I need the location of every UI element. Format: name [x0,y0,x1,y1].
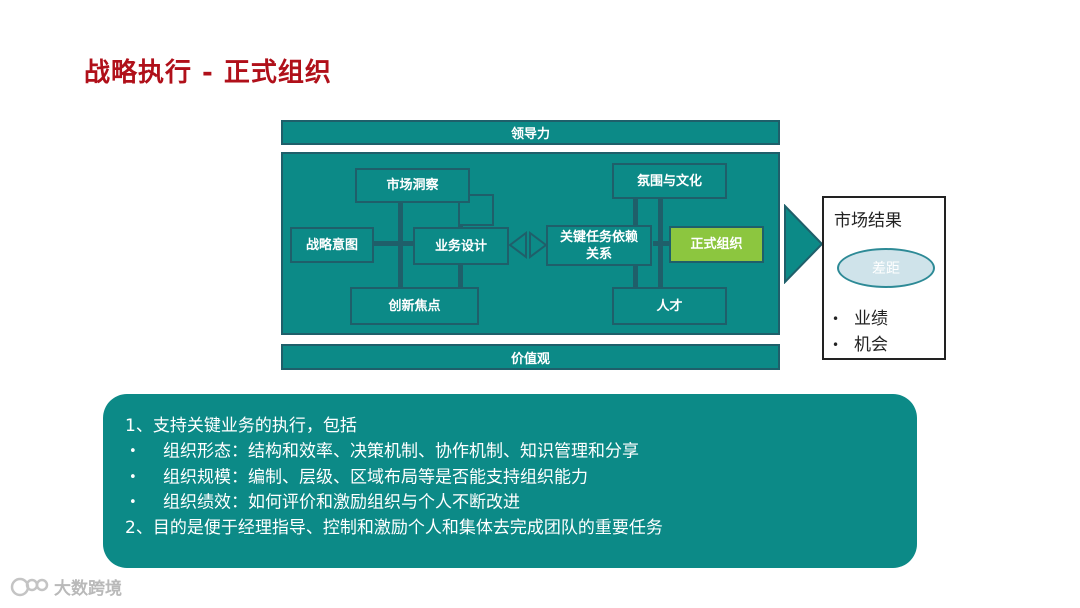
node-formal-org-label: 正式组织 [690,237,743,252]
node-talent-label: 人才 [656,298,683,314]
gap-label: 差距 [872,261,900,277]
watermark: 大数跨境 [10,574,122,599]
result-arrow-icon [784,204,824,284]
description-bullet: •组织规模：编制、层级、区域布局等是否能支持组织能力 [125,465,917,491]
bullet-icon: • [832,312,840,326]
leadership-label: 领导力 [510,127,550,142]
node-key-tasks: 关键任务依赖关系 [546,225,652,266]
bullet-icon: • [129,495,137,510]
values-bar: 价值观 [281,344,780,370]
result-item: •业绩 [832,306,888,332]
description-bullet: •组织形态：结构和效率、决策机制、协作机制、知识管理和分享 [125,439,917,465]
node-talent: 人才 [612,287,727,325]
bullet-icon: • [129,444,137,459]
bullet-icon: • [832,338,840,352]
description-bullet: •组织绩效：如何评价和激励组织与个人不断改进 [125,490,917,516]
node-key-tasks-label: 关键任务依赖关系 [559,229,638,262]
node-business-design-label: 业务设计 [434,238,487,254]
result-item: •机会 [832,332,888,358]
node-market-insight-label: 市场洞察 [386,178,439,193]
result-list: •业绩 •机会 [832,306,888,358]
watermark-logo-icon [10,577,49,596]
leadership-bar: 领导力 [281,120,780,145]
market-result-title: 市场结果 [834,211,902,231]
node-climate-culture-label: 氛围与文化 [636,173,702,189]
double-arrow-icon [508,231,548,259]
connector-left-horizontal [372,241,414,246]
description-box: 1、支持关键业务的执行，包括 •组织形态：结构和效率、决策机制、协作机制、知识管… [103,394,917,568]
description-line-1: 1、支持关键业务的执行，包括 [125,416,357,436]
node-business-design: 业务设计 [413,227,509,265]
gap-ellipse: 差距 [837,248,935,288]
market-result-box: 市场结果 差距 •业绩 •机会 [822,196,946,360]
connector-right-horizontal [653,241,669,246]
description-line-2: 2、目的是便于经理指导、控制和激励个人和集体去完成团队的重要任务 [125,517,663,538]
node-formal-org: 正式组织 [669,226,764,263]
node-strategic-intent: 战略意图 [290,227,374,263]
node-strategic-intent-label: 战略意图 [305,237,358,253]
values-label: 价值观 [510,351,550,367]
watermark-text: 大数跨境 [54,579,122,599]
node-innovation-focus-label: 创新焦点 [388,298,441,314]
node-market-insight: 市场洞察 [355,168,470,203]
page-title: 战略执行 - 正式组织 [84,58,332,88]
node-innovation-focus: 创新焦点 [350,287,479,325]
bullet-icon: • [129,469,137,485]
node-climate-culture: 氛围与文化 [612,163,727,199]
